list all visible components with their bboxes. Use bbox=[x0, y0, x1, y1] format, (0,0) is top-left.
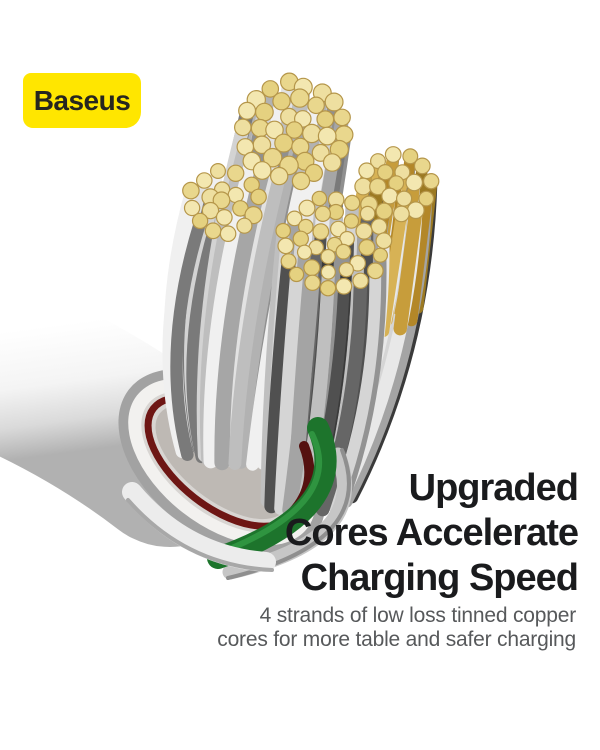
headline: Upgraded Cores Accelerate Charging Speed bbox=[284, 466, 579, 601]
headline-line-3: Charging Speed bbox=[300, 557, 579, 599]
subtext-line-2: cores for more table and safer charging bbox=[217, 628, 576, 651]
headline-line-1: Upgraded bbox=[408, 467, 579, 509]
baseus-logo: Baseus bbox=[23, 73, 141, 128]
baseus-logo-text: Baseus bbox=[33, 84, 131, 116]
subtext-line-1: 4 strands of low loss tinned copper bbox=[259, 604, 577, 627]
subtext: 4 strands of low loss tinned copper core… bbox=[217, 604, 576, 652]
headline-line-2: Cores Accelerate bbox=[284, 512, 579, 554]
